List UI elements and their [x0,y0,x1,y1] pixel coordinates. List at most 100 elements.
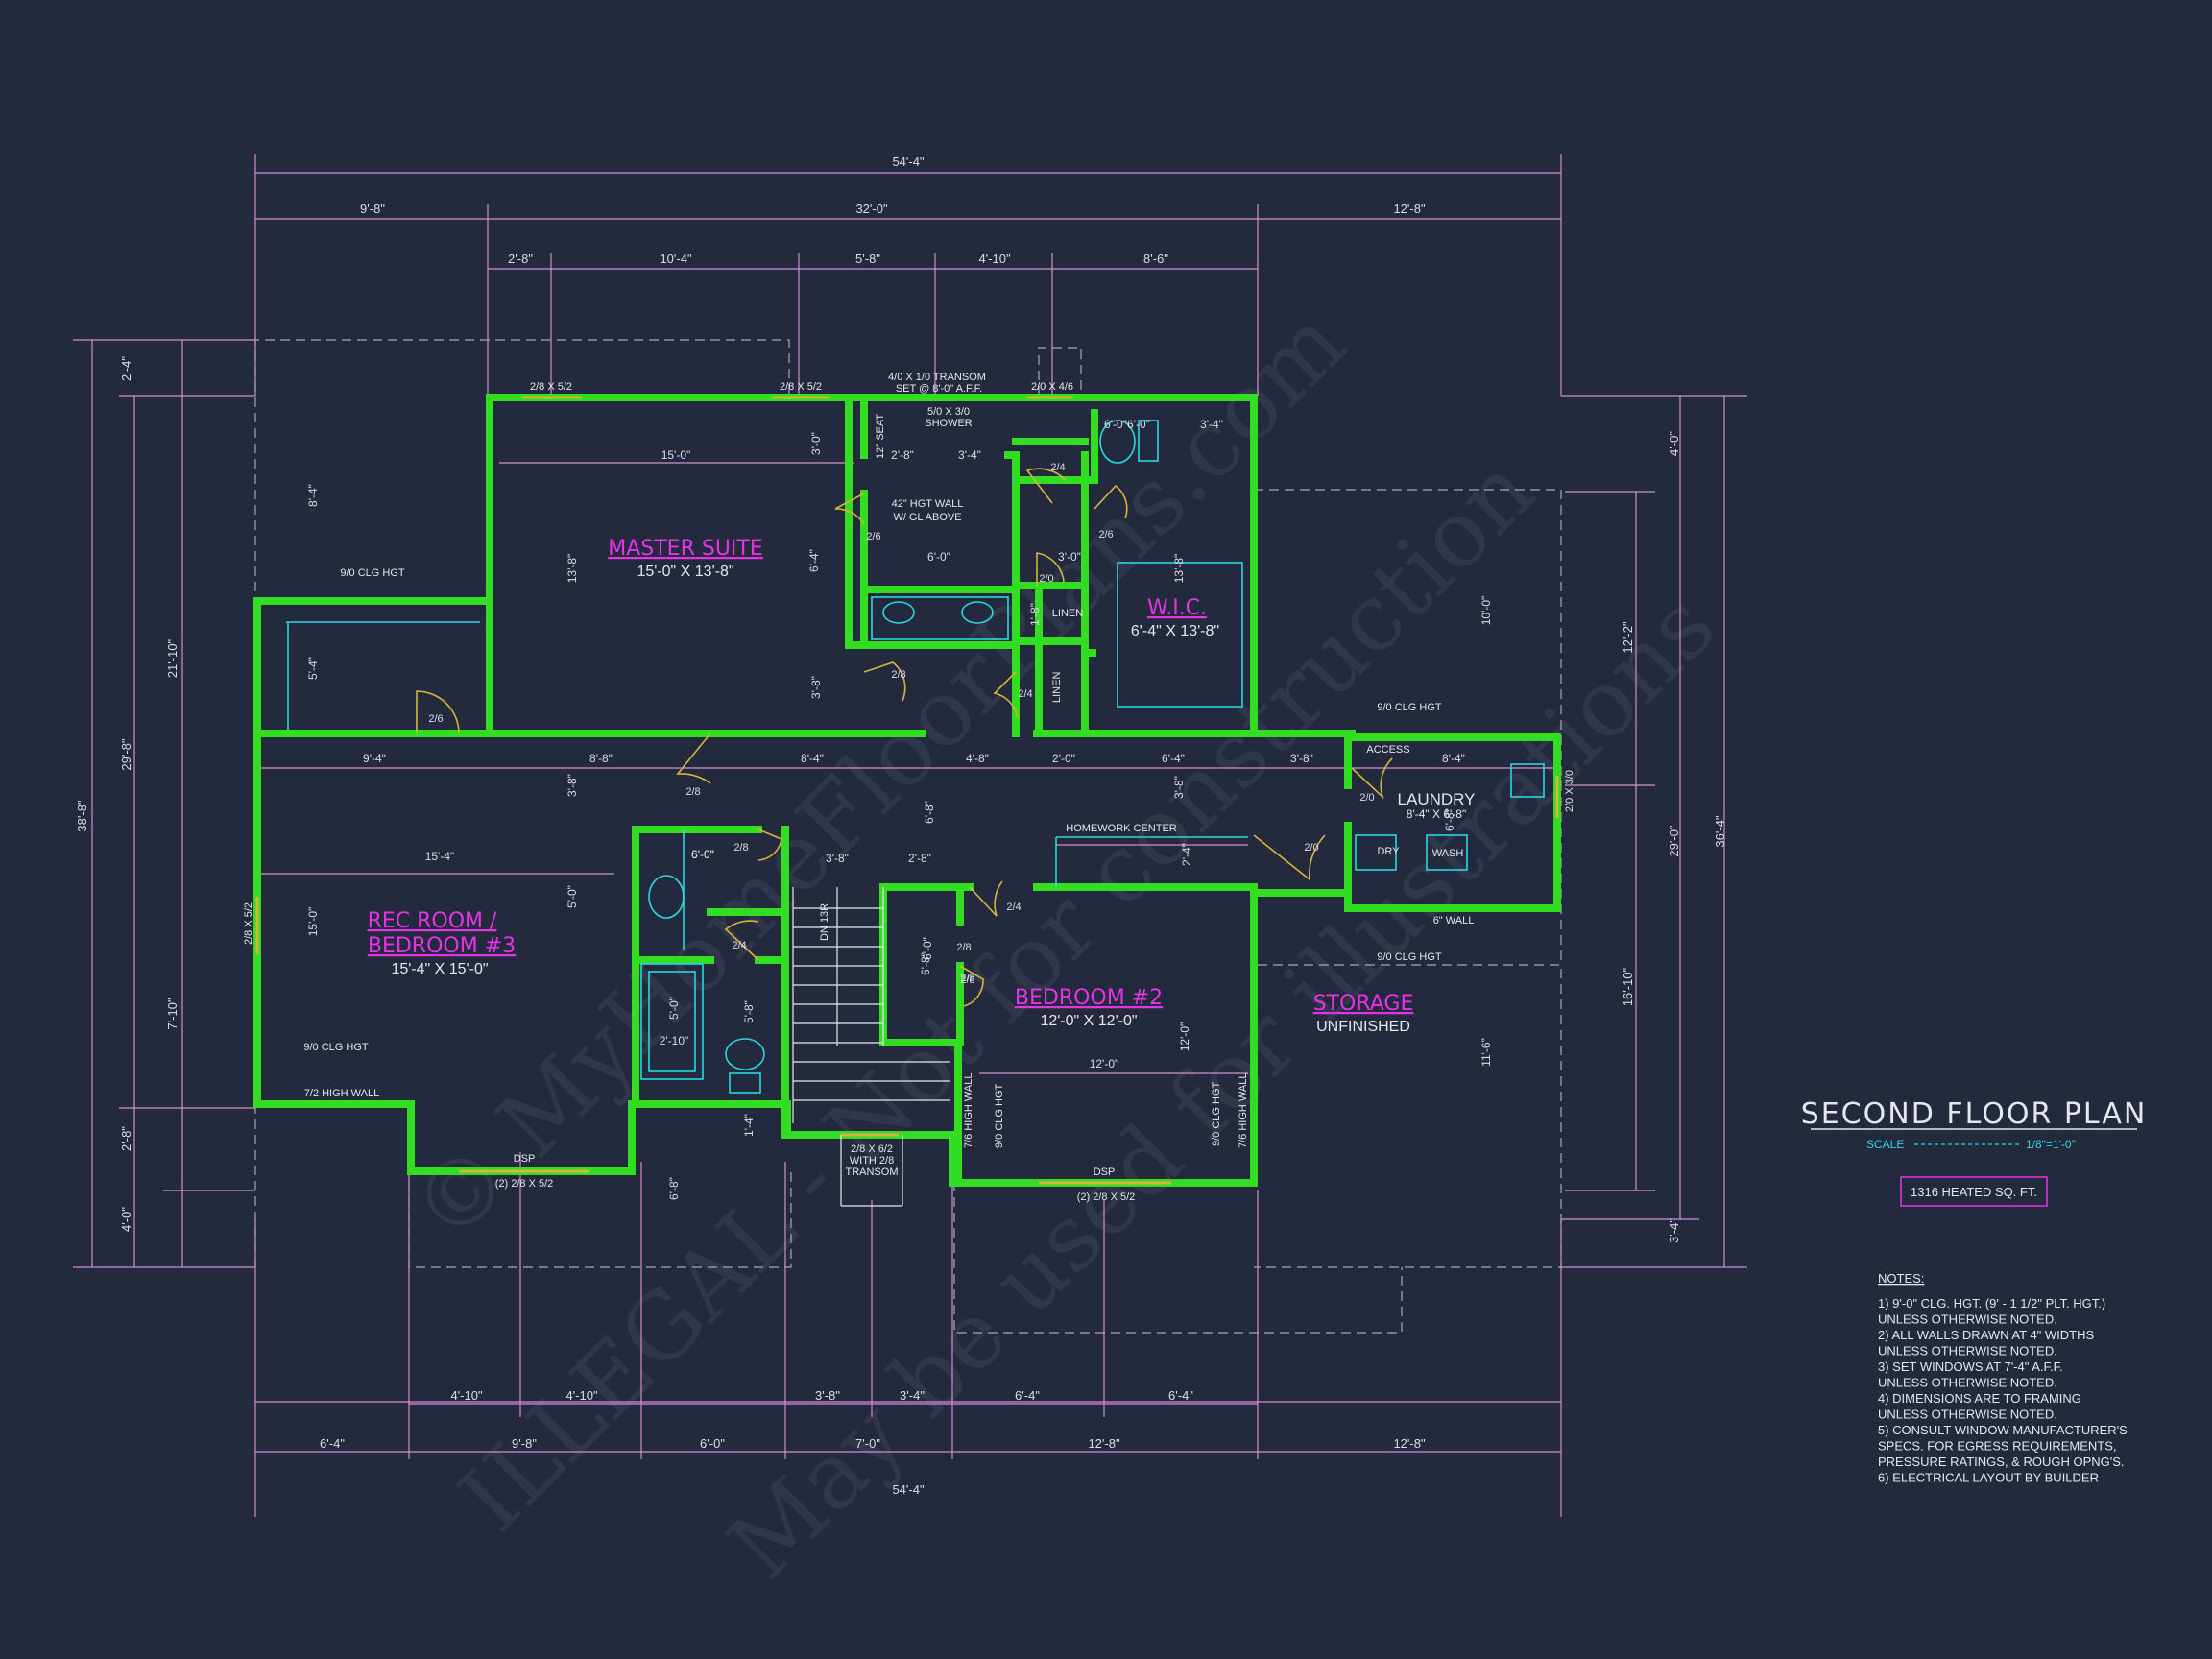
note-line: UNLESS OTHERWISE NOTED. [1878,1344,2057,1358]
high-wall-note-3: 7/6 HIGH WALL [1238,1073,1249,1148]
interior-dimension-d26: 6'-8" [923,801,936,824]
storage-label: STORAGE [1313,992,1414,1016]
dimension-bottom-overall: 54'-4" [892,1482,925,1497]
door-size-label: 2/6 [866,531,880,542]
note-line: UNLESS OTHERWISE NOTED. [1878,1376,2057,1390]
laundry-size: 8'-4" X 6'-8" [1407,807,1466,821]
dimension-right-overall: 36'-4" [1713,815,1727,848]
door-size-label: 2/4 [1018,688,1032,700]
interior-dimension-d20: 4'-8" [966,752,989,765]
interior-dimension-d39: 5'-8" [742,1000,756,1023]
note-line: UNLESS OTHERWISE NOTED. [1878,1312,2057,1327]
laundry-label: LAUNDRY [1398,790,1476,808]
dimension-bottom-row1-4: 12'-8" [1088,1436,1120,1451]
note-line: 1) 9'-0" CLG. HGT. (9' - 1 1/2" PLT. HGT… [1878,1296,2105,1310]
stair-direction-label: DN 13R [819,903,830,941]
dimension-left-row2-1: 21'-10" [165,638,180,678]
dimension-top-row1-0: 9'-8" [360,202,385,216]
master-suite-size: 15'-0" X 13'-8" [637,564,733,580]
door-size-label: 2/4 [1006,902,1021,913]
dimension-bottom-row2-2: 3'-8" [815,1388,840,1403]
interior-dimension-d15: 5'-4" [306,657,320,680]
window-bottom-label-1: (2) 2/8 X 5/2 [495,1178,554,1190]
walls [253,394,1561,1187]
storage-sub: UNFINISHED [1316,1019,1410,1035]
interior-dimension-d34: 15'-0" [306,907,320,937]
note-line: 2) ALL WALLS DRAWN AT 4" WIDTHS [1878,1328,2095,1342]
interior-dimension-d44: 6'-8" [667,1177,681,1200]
note-line: UNLESS OTHERWISE NOTED. [1878,1407,2057,1422]
heated-area: 1316 HEATED SQ. FT. [1911,1185,2037,1199]
door-size-label: 2/6 [1098,529,1113,541]
linen-label-1: LINEN [1052,608,1083,619]
transom-bottom-note-3: TRANSOM [846,1166,899,1178]
seat-label: 12" SEAT [875,414,886,459]
dimension-left-row2-4: 4'-0" [119,1207,133,1232]
dimension-left-row2-0: 2'-4" [119,356,133,381]
dimension-bottom-row1-2: 6'-0" [700,1436,725,1451]
scale-label: SCALE [1866,1138,1904,1151]
dimension-bottom-row1-5: 12'-8" [1393,1436,1426,1451]
interior-dimension-d28: 6'-0" [691,848,714,861]
door-size-label: 2/6 [428,713,443,725]
wic-label: W.I.C. [1147,596,1207,620]
bedroom-2-label: BEDROOM #2 [1015,986,1163,1010]
ceiling-height-note-4: 9/0 CLG HGT [303,1042,369,1053]
homework-center-label: HOMEWORK CENTER [1066,823,1177,834]
dimension-left-row2-2: 7'-10" [165,998,180,1030]
interior-dimension-d1: 15'-0" [661,448,691,462]
high-wall-note-1: 7/2 HIGH WALL [304,1088,379,1099]
interior-dimension-d47: 6'-0" [1104,418,1127,431]
ceiling-height-note-2: 9/0 CLG HGT [1377,702,1442,713]
window-right-label: 2/0 X 3/0 [1564,770,1575,812]
dimension-labels: 54'-4" 9'-8" 32'-0" 12'-8" 2'-8" 10'-4" … [75,155,1727,1497]
interior-dimension-d16: 10'-0" [1479,596,1493,626]
interior-dimension-d29: 6'-0" [921,937,934,960]
plan-title: SECOND FLOOR PLAN [1801,1097,2148,1131]
rec-room-label-line-1: REC ROOM / [368,909,497,933]
dimension-right-row1-1: 29'-0" [1667,825,1681,857]
dimension-bottom-row1-0: 6'-4" [320,1436,345,1451]
interior-dimension-d30: 3'-8" [826,852,849,865]
room-labels: MASTER SUITE 15'-0" X 13'-8" W.I.C. 6'-4… [368,537,1476,1035]
dimension-bottom-row2-5: 6'-4" [1168,1388,1193,1403]
dimension-right-row1-0: 4'-0" [1667,431,1681,456]
interior-dimension-d22: 6'-4" [1162,752,1185,765]
misc-labels: 4/0 X 1/0 TRANSOM SET @ 8'-0" A.F.F. 5/0… [243,372,1575,1203]
interior-dimension-d38: 2'-10" [660,1034,689,1047]
ceiling-height-note-3: 9/0 CLG HGT [1377,951,1442,963]
dimension-top-row1-1: 32'-0" [855,202,888,216]
interior-dimension-d27: 15'-4" [425,850,455,863]
door-swings [416,468,1393,1007]
interior-dimension-d19: 8'-4" [801,752,824,765]
door-size-label: 2/0 [1359,792,1374,804]
door-size-label: 2/0 [1304,842,1318,854]
dimension-top-row2-2: 5'-8" [855,252,880,266]
door-size-label: 2/8 [960,973,974,984]
wic-size: 6'-4" X 13'-8" [1131,623,1219,639]
note-line: PRESSURE RATINGS, & ROUGH OPNG'S. [1878,1455,2125,1469]
hgt-wall-note-1: 42" HGT WALL [892,498,964,510]
rec-room-size: 15'-4" X 15'-0" [391,961,488,977]
interior-dimension-d24: 8'-4" [1442,752,1465,765]
interior-dimension-d41: 12'-0" [1090,1057,1119,1070]
interior-dimension-d40: 6'-8" [919,952,932,975]
ceiling-height-note-1: 9/0 CLG HGT [340,567,405,579]
transom-top-note-1: 4/0 X 1/0 TRANSOM [888,372,986,383]
interior-dimension-d25: 3'-8" [565,774,579,797]
dimension-lines [73,154,1747,1517]
dimension-right-row2-0: 12'-2" [1621,621,1635,654]
interior-dimension-d35: 5'-0" [565,885,579,908]
dsp-label-1: DSP [514,1153,536,1165]
fixtures [286,420,1545,1094]
interior-dimension-d14: 3'-8" [809,676,823,699]
interior-dimension-d36: 6'-0" [691,848,714,861]
interior-dimension-d32: 2'-4" [1180,843,1193,866]
dimension-right-row2-1: 16'-10" [1621,967,1635,1006]
dimension-left-row1-0: 29'-8" [119,738,133,771]
interior-dimension-d17: 9'-4" [363,752,386,765]
interior-dimension-d37: 5'-0" [667,997,681,1020]
interior-dimension-d18: 8'-8" [589,752,613,765]
interior-dimension-d13: 13'-8" [1172,554,1186,584]
note-line: 6) ELECTRICAL LAYOUT BY BUILDER [1878,1471,2099,1485]
